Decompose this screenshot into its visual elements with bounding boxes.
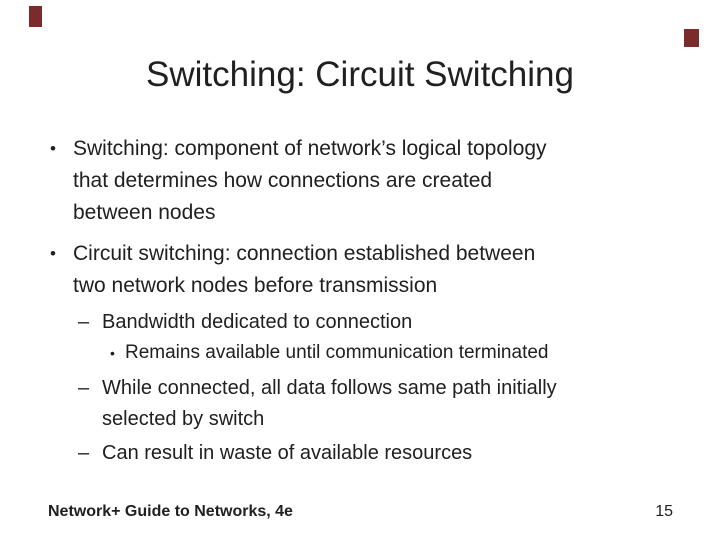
bullet-marker: • [50, 139, 56, 158]
corner-accent-top-right [684, 29, 699, 47]
bullet-text: Remains available until communication te… [125, 342, 549, 363]
dash-marker: – [78, 442, 90, 464]
dash-marker: – [78, 311, 90, 333]
bullet-list: • Switching: component of network’s logi… [0, 133, 700, 469]
bullet-text: While connected, all data follows same p… [102, 377, 557, 430]
list-item: – Bandwidth dedicated to connection [0, 307, 700, 338]
bullet-marker: • [110, 345, 115, 361]
list-item: • Switching: component of network’s logi… [0, 133, 700, 229]
list-item: • Remains available until communication … [0, 340, 700, 366]
list-item: – Can result in waste of available resou… [0, 438, 700, 469]
slide-title: Switching: Circuit Switching [146, 55, 574, 94]
dash-marker: – [78, 377, 90, 399]
bullet-text: Bandwidth dedicated to connection [102, 311, 413, 333]
corner-accent-top-left [29, 6, 42, 27]
footer-title: Network+ Guide to Networks, 4e [48, 503, 293, 520]
bullet-marker: • [50, 244, 56, 263]
bullet-text: Can result in waste of available resourc… [102, 442, 473, 464]
list-item: – While connected, all data follows same… [0, 373, 700, 435]
list-item: • Circuit switching: connection establis… [0, 238, 700, 302]
bullet-text: Switching: component of network’s logica… [73, 137, 547, 224]
page-number: 15 [655, 503, 673, 520]
bullet-text: Circuit switching: connection establishe… [73, 242, 536, 297]
